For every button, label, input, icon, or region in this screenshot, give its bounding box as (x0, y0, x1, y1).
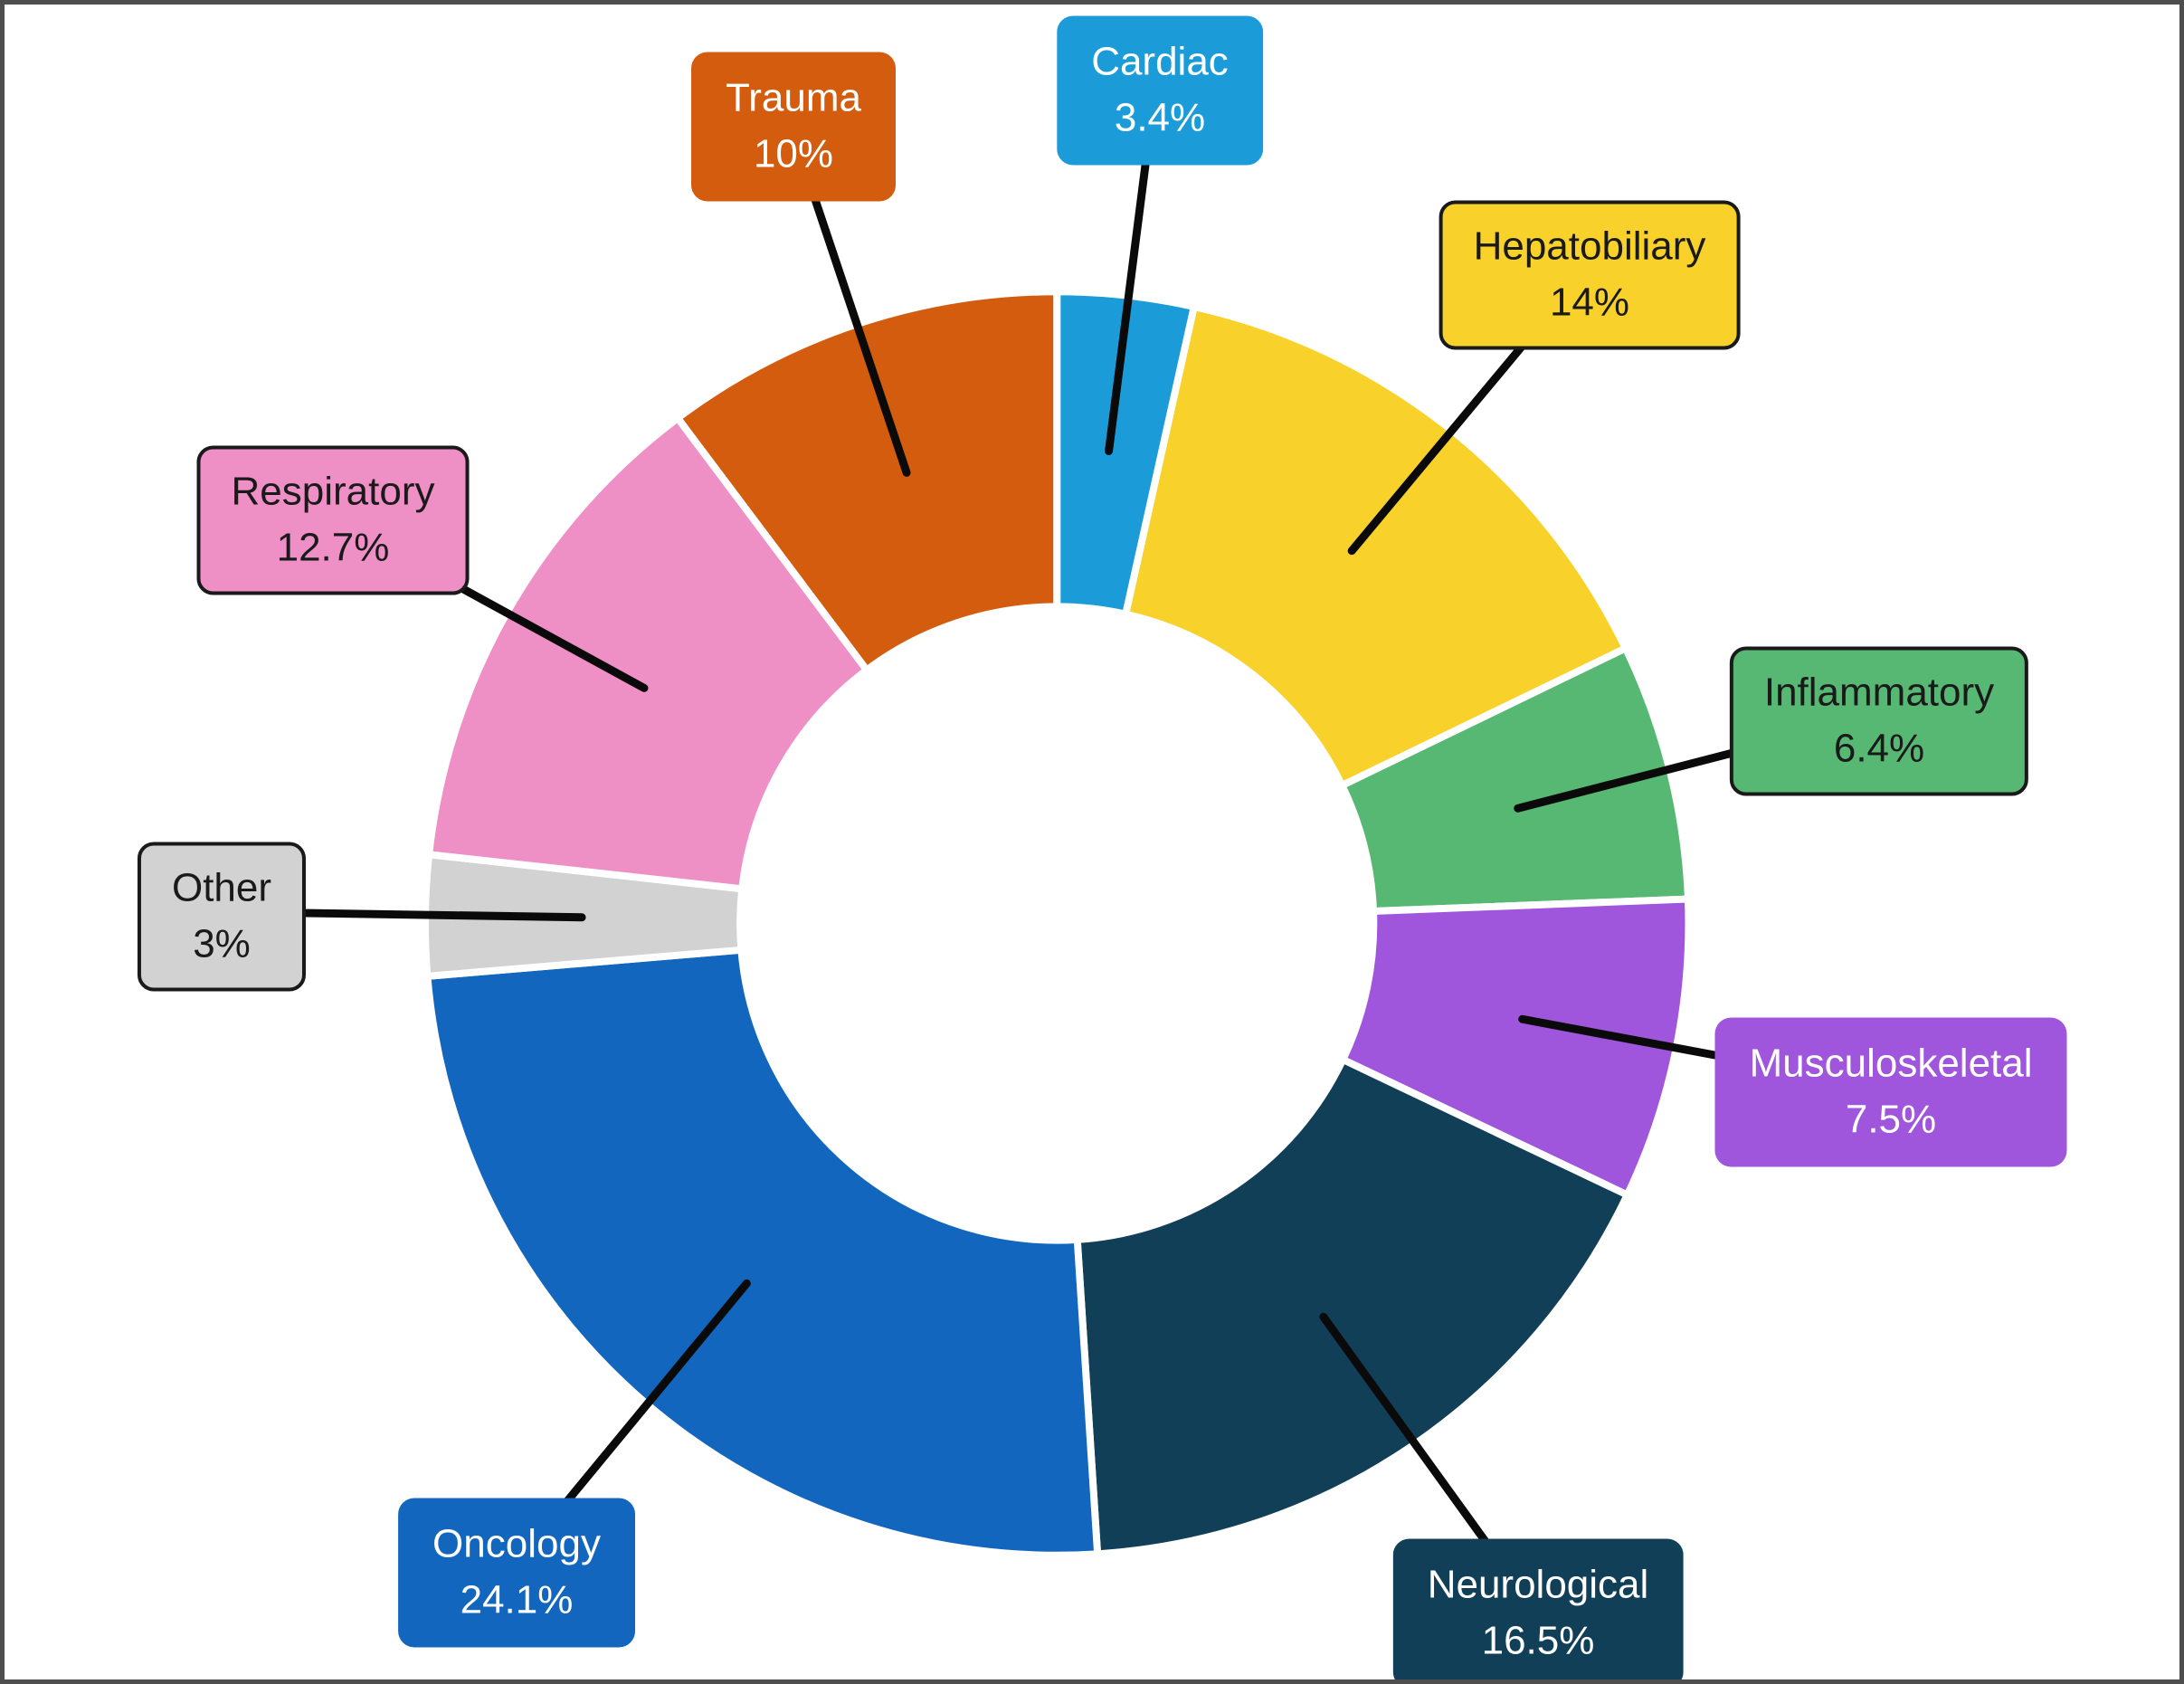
slice-percent: 14% (1549, 281, 1630, 325)
callout-other: Other 3% (137, 842, 307, 992)
callout-cardiac: Cardiac 3.4% (1057, 15, 1263, 166)
slice-percent: 12.7% (276, 526, 390, 570)
callout-oncology: Oncology 24.1% (398, 1498, 635, 1648)
slice-name: Trauma (726, 75, 861, 120)
slice-name: Musculoskeletal (1749, 1041, 2033, 1086)
slice-musculoskeletal (1339, 895, 1693, 1199)
callout-inflammatory: Inflammatory 6.4% (1729, 646, 2029, 796)
slice-neurological (1073, 1055, 1631, 1558)
slice-name: Hepatobiliary (1473, 224, 1706, 269)
slice-hepatobiliary (1122, 302, 1629, 790)
slice-percent: 3.4% (1114, 96, 1206, 140)
slice-respiratory (425, 414, 871, 893)
slice-percent: 3% (193, 922, 251, 966)
callout-trauma: Trauma 10% (691, 52, 896, 202)
donut-chart (217, 86, 1886, 1609)
slice-name: Oncology (432, 1521, 601, 1566)
callout-respiratory: Respiratory 12.7% (196, 445, 470, 595)
callout-neurological: Neurological 16.5% (1392, 1538, 1684, 1679)
slice-name: Cardiac (1091, 39, 1229, 84)
slice-percent: 10% (753, 132, 834, 176)
slice-name: Neurological (1427, 1562, 1649, 1607)
slice-percent: 7.5% (1845, 1098, 1937, 1142)
slice-percent: 16.5% (1481, 1619, 1595, 1663)
slice-trauma (674, 288, 1061, 674)
slice-name: Respiratory (231, 469, 435, 514)
slice-name: Inflammatory (1763, 670, 1995, 715)
slice-percent: 24.1% (460, 1578, 574, 1622)
callout-hepatobiliary: Hepatobiliary 14% (1439, 200, 1741, 350)
slice-oncology (423, 946, 1102, 1559)
callout-musculoskeletal: Musculoskeletal 7.5% (1714, 1017, 2067, 1167)
slice-percent: 6.4% (1833, 727, 1925, 771)
slice-name: Other (171, 865, 272, 910)
